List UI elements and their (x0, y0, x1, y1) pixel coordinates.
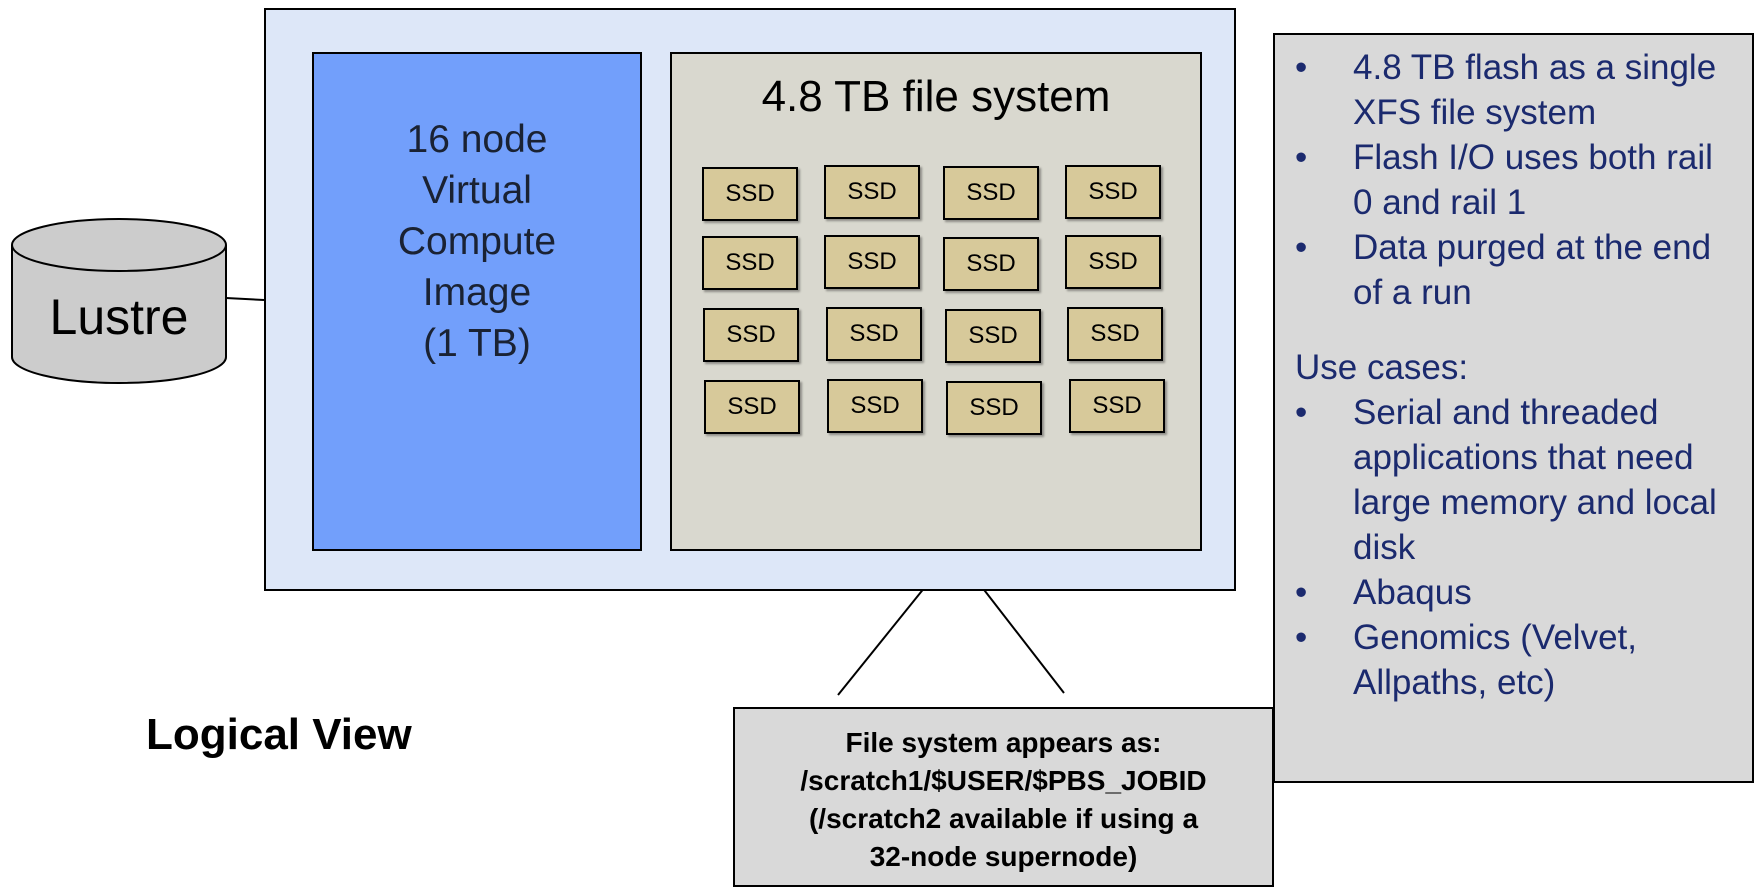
file-system-title: 4.8 TB file system (761, 72, 1111, 121)
scratch-path-callout: File system appears as: /scratch1/$USER/… (733, 707, 1274, 887)
feature-item: • 4.8 TB flash as a single XFS file syst… (1295, 45, 1742, 135)
bullet-marker: • (1295, 618, 1308, 657)
feature-text: 4.8 TB flash as a single XFS file system (1353, 48, 1717, 132)
use-case-text: Genomics (Velvet, Allpaths, etc) (1353, 618, 1637, 702)
file-system-box: 4.8 TB file system (670, 52, 1202, 551)
ssd-block: SSD (827, 379, 923, 433)
virtual-compute-image-box: 16 node Virtual Compute Image (1 TB) (312, 52, 642, 551)
lustre-cylinder-icon (11, 218, 227, 384)
ssd-block: SSD (702, 236, 798, 290)
bullet-marker: • (1295, 573, 1308, 612)
ssd-block: SSD (946, 381, 1042, 435)
ssd-block: SSD (1067, 307, 1163, 361)
ssd-block: SSD (943, 237, 1039, 291)
bullet-marker: • (1295, 228, 1308, 267)
callout-line: (/scratch2 available if using a (808, 803, 1199, 834)
ssd-block: SSD (1069, 379, 1165, 433)
info-panel: • 4.8 TB flash as a single XFS file syst… (1273, 33, 1754, 783)
feature-item: • Data purged at the end of a run (1295, 225, 1742, 315)
ssd-block: SSD (943, 166, 1039, 220)
bullet-marker: • (1295, 48, 1308, 87)
bullet-marker: • (1295, 138, 1308, 177)
ssd-block: SSD (824, 235, 920, 289)
feature-text: Data purged at the end of a run (1353, 228, 1712, 312)
ssd-block: SSD (1065, 235, 1161, 289)
lustre-label: Lustre (49, 289, 189, 345)
callout-line: /scratch1/$USER/$PBS_JOBID (800, 765, 1207, 796)
use-case-item: • Serial and threaded applications that … (1295, 390, 1742, 570)
logical-view-label: Logical View (146, 710, 412, 759)
feature-text: Flash I/O uses both rail 0 and rail 1 (1353, 138, 1713, 222)
callout-line: 32-node supernode) (869, 841, 1138, 872)
use-case-text: Abaqus (1353, 573, 1472, 612)
ssd-block: SSD (702, 167, 798, 221)
ssd-block: SSD (824, 165, 920, 219)
use-case-item: • Abaqus (1295, 570, 1742, 615)
lustre-connector-line (225, 297, 265, 301)
use-case-item: • Genomics (Velvet, Allpaths, etc) (1295, 615, 1742, 705)
ssd-block: SSD (945, 309, 1041, 363)
use-case-text: Serial and threaded applications that ne… (1353, 393, 1717, 567)
callout-line: File system appears as: (845, 727, 1162, 758)
virtual-compute-image-label: 16 node Virtual Compute Image (1 TB) (397, 118, 557, 365)
feature-item: • Flash I/O uses both rail 0 and rail 1 (1295, 135, 1742, 225)
ssd-block: SSD (703, 308, 799, 362)
bullet-marker: • (1295, 393, 1308, 432)
ssd-block: SSD (1065, 165, 1161, 219)
ssd-block: SSD (704, 380, 800, 434)
use-cases-heading: Use cases: (1295, 348, 1469, 387)
ssd-block: SSD (826, 307, 922, 361)
